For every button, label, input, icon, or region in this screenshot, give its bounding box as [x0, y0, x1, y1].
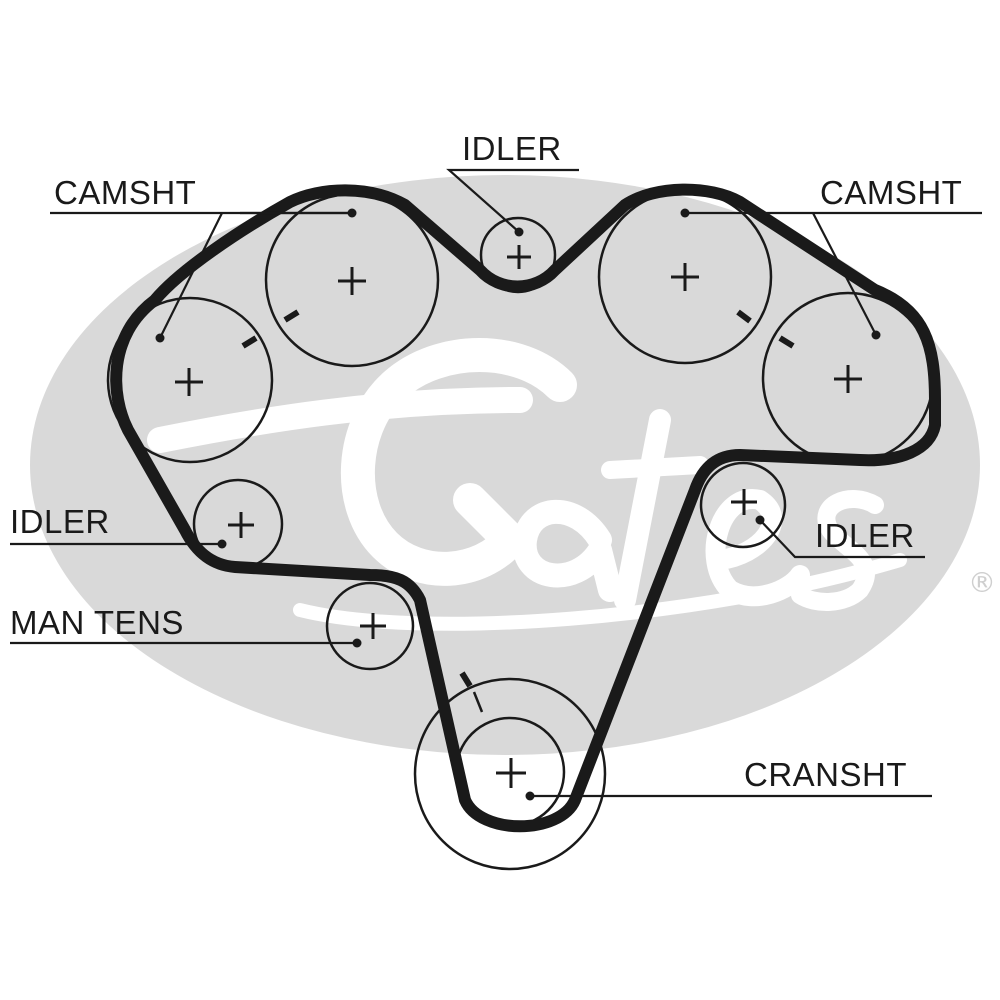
- cross-left-idler: [228, 512, 254, 538]
- labels: IDLER CAMSHT CAMSHT IDLER IDLER MAN TENS…: [10, 130, 962, 793]
- centre-crosses: [175, 245, 862, 788]
- leader-idler-right: [759, 519, 925, 559]
- cross-crankshaft: [496, 758, 526, 788]
- logo-script-lettering: [147, 338, 907, 631]
- leader-idler-top: [446, 168, 579, 233]
- timing-mark-crankshaft: [459, 671, 473, 688]
- leader-camshaft-right-a: [812, 212, 877, 336]
- cross-right-inner-cam: [671, 263, 699, 291]
- label-camshaft-left: CAMSHT: [54, 174, 196, 211]
- crankshaft-pulley-outer: [413, 677, 607, 871]
- logo-oval: [30, 175, 980, 755]
- timing-mark-right-cam: [778, 335, 795, 349]
- label-manual-tensioner: MAN TENS: [10, 604, 184, 641]
- label-idler-left: IDLER: [10, 503, 110, 540]
- gates-logo-watermark: ®: [30, 175, 996, 755]
- leader-lines: [10, 168, 982, 798]
- label-camshaft-right: CAMSHT: [820, 174, 962, 211]
- dot-idler-right: [755, 515, 765, 525]
- dot-idler-left: [217, 539, 227, 549]
- cross-left-outer-cam: [175, 368, 203, 396]
- dot-crankshaft: [525, 791, 535, 801]
- dot-manual-tensioner: [352, 638, 362, 648]
- cross-tensioner: [360, 613, 386, 639]
- timing-mark-crankshaft-pointer: [472, 691, 484, 713]
- leader-dots: [155, 208, 881, 801]
- leader-camshaft-left-a: [159, 212, 223, 339]
- registered-mark: ®: [968, 566, 996, 599]
- label-idler-top: IDLER: [462, 130, 562, 167]
- cross-right-idler: [731, 489, 757, 515]
- dot-camshaft-left-a: [155, 333, 165, 343]
- label-idler-right: IDLER: [815, 517, 915, 554]
- cross-left-inner-cam: [338, 267, 366, 295]
- dot-idler-top: [514, 227, 524, 237]
- timing-mark-left-cam-inner: [283, 309, 300, 323]
- timing-mark-left-cam: [241, 335, 258, 349]
- timing-mark-right-cam-inner: [736, 309, 752, 324]
- dot-camshaft-right-a: [680, 208, 690, 218]
- camshaft-pulley-left-outer: [106, 296, 274, 464]
- label-crankshaft: CRANSHT: [744, 756, 907, 793]
- manual-tensioner-pulley: [325, 581, 415, 671]
- timing-belt: [110, 183, 941, 833]
- dot-camshaft-right-b: [871, 330, 881, 340]
- timing-marks: [241, 309, 795, 713]
- dot-camshaft-left-b: [347, 208, 357, 218]
- cross-right-outer-cam: [834, 365, 862, 393]
- idler-pulley-right: [699, 461, 787, 549]
- cross-top-idler: [507, 245, 531, 269]
